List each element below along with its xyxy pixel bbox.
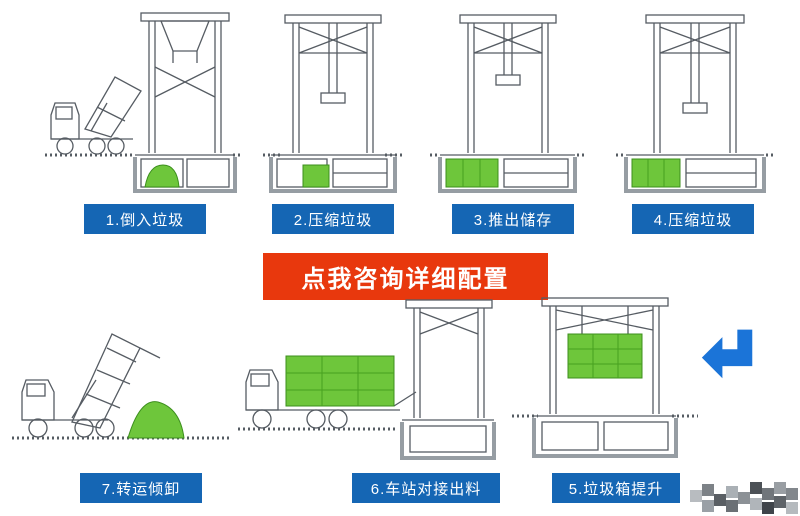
garbage-container-icon — [567, 333, 643, 379]
garbage-container-icon — [445, 158, 499, 188]
pit-icon — [512, 414, 698, 458]
pit-icon — [430, 153, 585, 193]
compactor-ram-icon — [495, 23, 521, 86]
step-5-label: 5.垃圾箱提升 — [552, 473, 680, 503]
step-2-illustration — [263, 6, 403, 200]
gantry-icon — [541, 297, 669, 414]
step-7-illustration — [12, 296, 230, 466]
step-1-label: 1.倒入垃圾 — [84, 204, 206, 234]
pit-icon — [238, 419, 496, 460]
flow-left-arrow-icon — [700, 324, 756, 382]
gantry-icon — [405, 299, 493, 418]
pit-icon — [263, 153, 403, 193]
compactor-ram-icon — [320, 23, 346, 104]
garbage-pile-icon — [127, 401, 185, 439]
step-3-illustration — [430, 6, 585, 200]
step-5-illustration — [512, 294, 698, 466]
compactor-ram-icon — [682, 23, 708, 114]
truck-icon — [50, 76, 142, 155]
step-3-label: 3.推出储存 — [452, 204, 574, 234]
gantry-icon — [140, 12, 230, 153]
gantry-icon — [645, 14, 745, 153]
garbage-container-icon — [631, 158, 681, 188]
step-6-label: 6.车站对接出料 — [352, 473, 500, 503]
garbage-icon — [302, 164, 330, 188]
pit-icon — [616, 153, 774, 193]
garbage-icon — [144, 164, 180, 188]
gantry-icon — [459, 14, 557, 153]
step-4-illustration — [616, 6, 774, 200]
step-2-label: 2.压缩垃圾 — [272, 204, 394, 234]
step-1-illustration — [45, 6, 240, 200]
truck-icon — [245, 369, 417, 429]
step-4-label: 4.压缩垃圾 — [632, 204, 754, 234]
pit-icon — [45, 153, 240, 193]
gantry-icon — [284, 14, 382, 153]
truck-icon — [21, 333, 161, 438]
step-6-illustration — [238, 298, 500, 466]
step-7-label: 7.转运倾卸 — [80, 473, 202, 503]
consult-banner[interactable]: 点我咨询详细配置 — [263, 253, 548, 300]
garbage-container-icon — [285, 355, 395, 407]
watermark-mosaic — [688, 478, 800, 516]
